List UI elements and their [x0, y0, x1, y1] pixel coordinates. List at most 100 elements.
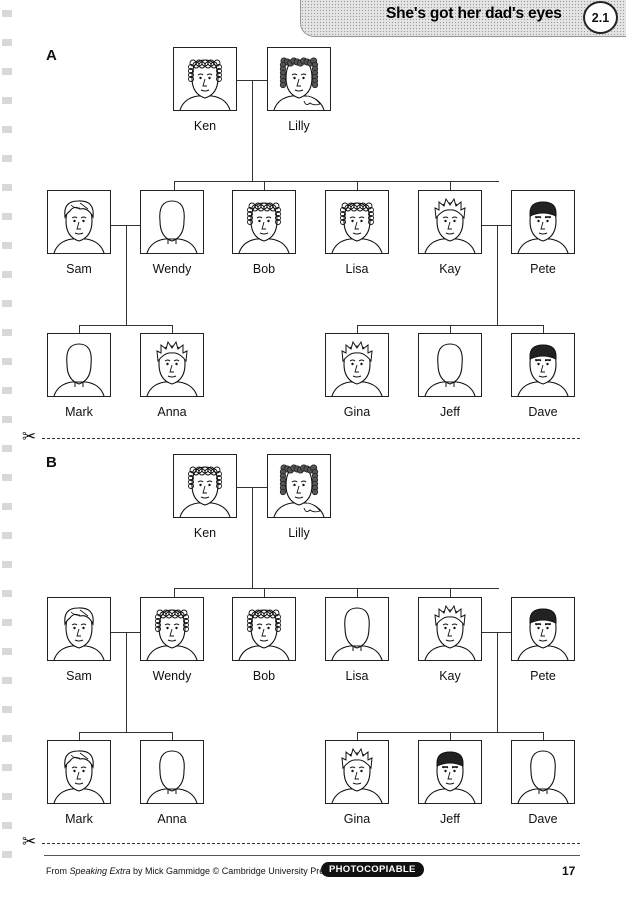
portrait-jeff [418, 740, 482, 804]
name-label-anna: Anna [157, 405, 187, 419]
person-silhouette-icon [517, 750, 569, 803]
portrait-bob [232, 190, 296, 254]
tree-connector-line [174, 588, 499, 589]
face-drawing-icon [273, 464, 325, 517]
tree-connector-line [357, 732, 358, 740]
name-label-wendy: Wendy [152, 262, 192, 276]
portrait-sam [47, 190, 111, 254]
name-label-mark: Mark [65, 405, 93, 419]
face-drawing-icon [179, 466, 231, 517]
name-label-pete: Pete [530, 262, 556, 276]
title-banner [300, 0, 626, 37]
name-label-anna: Anna [157, 812, 187, 826]
name-label-bob: Bob [252, 669, 276, 683]
name-label-ken: Ken [193, 119, 217, 133]
tree-connector-line [111, 632, 140, 633]
portrait-pete [511, 190, 575, 254]
portrait-mark [47, 740, 111, 804]
tree-connector-line [174, 588, 175, 597]
portrait-mark [47, 333, 111, 397]
tree-connector-line [543, 732, 544, 740]
name-label-lisa: Lisa [345, 262, 369, 276]
worksheet-title: She's got her dad's eyes [386, 5, 562, 22]
tree-connector-line [252, 487, 253, 588]
face-drawing-icon [238, 202, 290, 253]
tree-connector-line [79, 325, 80, 333]
portrait-kay [418, 597, 482, 661]
tree-connector-line [450, 588, 451, 597]
face-drawing-icon [424, 604, 476, 660]
face-drawing-icon [53, 607, 105, 660]
footer-credit: From Speaking Extra by Mick Gammidge © C… [46, 866, 356, 876]
name-label-lilly: Lilly [288, 526, 310, 540]
tree-connector-line [172, 325, 173, 333]
tree-connector-line [111, 225, 140, 226]
tree-connector-line [252, 80, 253, 181]
portrait-anna [140, 740, 204, 804]
portrait-lilly [267, 47, 331, 111]
tree-connector-line [357, 325, 358, 333]
face-drawing-icon [424, 197, 476, 253]
face-drawing-icon [424, 751, 476, 803]
name-label-mark: Mark [65, 812, 93, 826]
tree-connector-line [497, 225, 498, 325]
tree-connector-line [450, 732, 451, 740]
section-letter: A [46, 47, 57, 64]
portrait-sam [47, 597, 111, 661]
face-drawing-icon [517, 344, 569, 396]
face-drawing-icon [179, 59, 231, 110]
face-drawing-icon [53, 750, 105, 803]
name-label-ken: Ken [193, 526, 217, 540]
tree-connector-line [174, 181, 499, 182]
tree-connector-line [174, 181, 175, 190]
name-label-kay: Kay [439, 262, 461, 276]
tree-connector-line [450, 181, 451, 190]
section-letter: B [46, 454, 57, 471]
tree-connector-line [357, 181, 358, 190]
name-label-gina: Gina [343, 405, 371, 419]
portrait-dave [511, 740, 575, 804]
name-label-kay: Kay [439, 669, 461, 683]
person-silhouette-icon [146, 750, 198, 803]
name-label-lisa: Lisa [345, 669, 369, 683]
tree-connector-line [264, 588, 265, 597]
tree-connector-line [79, 732, 172, 733]
tree-connector-line [482, 632, 511, 633]
person-silhouette-icon [146, 200, 198, 253]
tree-connector-line [79, 732, 80, 740]
portrait-lilly [267, 454, 331, 518]
name-label-dave: Dave [528, 405, 558, 419]
face-drawing-icon [273, 57, 325, 110]
face-drawing-icon [238, 609, 290, 660]
portrait-ken [173, 47, 237, 111]
face-drawing-icon [517, 201, 569, 253]
name-label-sam: Sam [66, 669, 92, 683]
face-drawing-icon [331, 202, 383, 253]
name-label-jeff: Jeff [440, 812, 460, 826]
person-silhouette-icon [331, 607, 383, 660]
face-drawing-icon [146, 340, 198, 396]
tree-connector-line [357, 588, 358, 597]
tree-connector-line [126, 632, 127, 732]
name-label-jeff: Jeff [440, 405, 460, 419]
portrait-wendy [140, 597, 204, 661]
name-label-dave: Dave [528, 812, 558, 826]
page-edge-marks [2, 10, 12, 880]
portrait-anna [140, 333, 204, 397]
portrait-gina [325, 333, 389, 397]
portrait-kay [418, 190, 482, 254]
portrait-gina [325, 740, 389, 804]
portrait-bob [232, 597, 296, 661]
portrait-dave [511, 333, 575, 397]
cut-line [42, 438, 580, 439]
face-drawing-icon [53, 200, 105, 253]
portrait-ken [173, 454, 237, 518]
scissors-icon: ✂ [22, 427, 37, 446]
name-label-wendy: Wendy [152, 669, 192, 683]
unit-number-badge: 2.1 [583, 1, 618, 34]
person-silhouette-icon [53, 343, 105, 396]
tree-connector-line [172, 732, 173, 740]
name-label-pete: Pete [530, 669, 556, 683]
portrait-pete [511, 597, 575, 661]
